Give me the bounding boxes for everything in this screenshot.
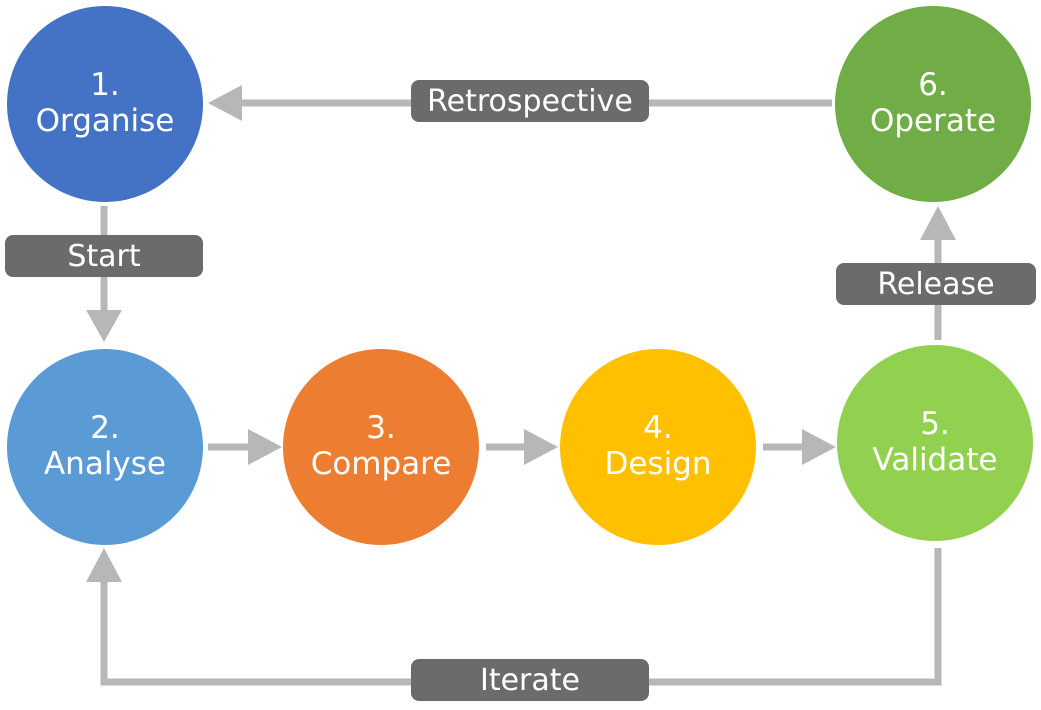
step-name: Design: [604, 446, 712, 482]
step-design: 4. Design: [560, 349, 756, 545]
step-number: 1.: [90, 67, 120, 104]
arrowhead-release: [920, 206, 956, 240]
step-name: Validate: [872, 442, 998, 478]
arrowhead-iterate: [86, 548, 122, 582]
transition-label-release: Release: [836, 263, 1036, 305]
step-number: 2.: [90, 410, 120, 447]
step-number: 4.: [643, 410, 673, 447]
step-validate: 5. Validate: [837, 345, 1033, 541]
step-name: Analyse: [43, 446, 167, 482]
arrowhead-start: [86, 310, 122, 342]
arrowhead-compare-design: [524, 429, 558, 465]
step-number: 6.: [918, 67, 948, 104]
step-operate: 6. Operate: [835, 6, 1031, 202]
arrowhead-analyse-compare: [248, 429, 282, 465]
transition-label-iterate: Iterate: [411, 659, 649, 701]
step-name: Operate: [869, 103, 997, 139]
step-number: 5.: [920, 406, 950, 443]
step-compare: 3. Compare: [283, 349, 479, 545]
step-analyse: 2. Analyse: [7, 349, 203, 545]
step-organise: 1. Organise: [7, 6, 203, 202]
arrowhead-retrospective: [208, 85, 242, 121]
transition-label-start: Start: [5, 235, 203, 277]
step-number: 3.: [366, 410, 396, 447]
step-name: Compare: [310, 446, 452, 482]
step-name: Organise: [35, 103, 175, 139]
transition-label-retrospective: Retrospective: [411, 80, 649, 122]
arrowhead-design-validate: [802, 429, 836, 465]
